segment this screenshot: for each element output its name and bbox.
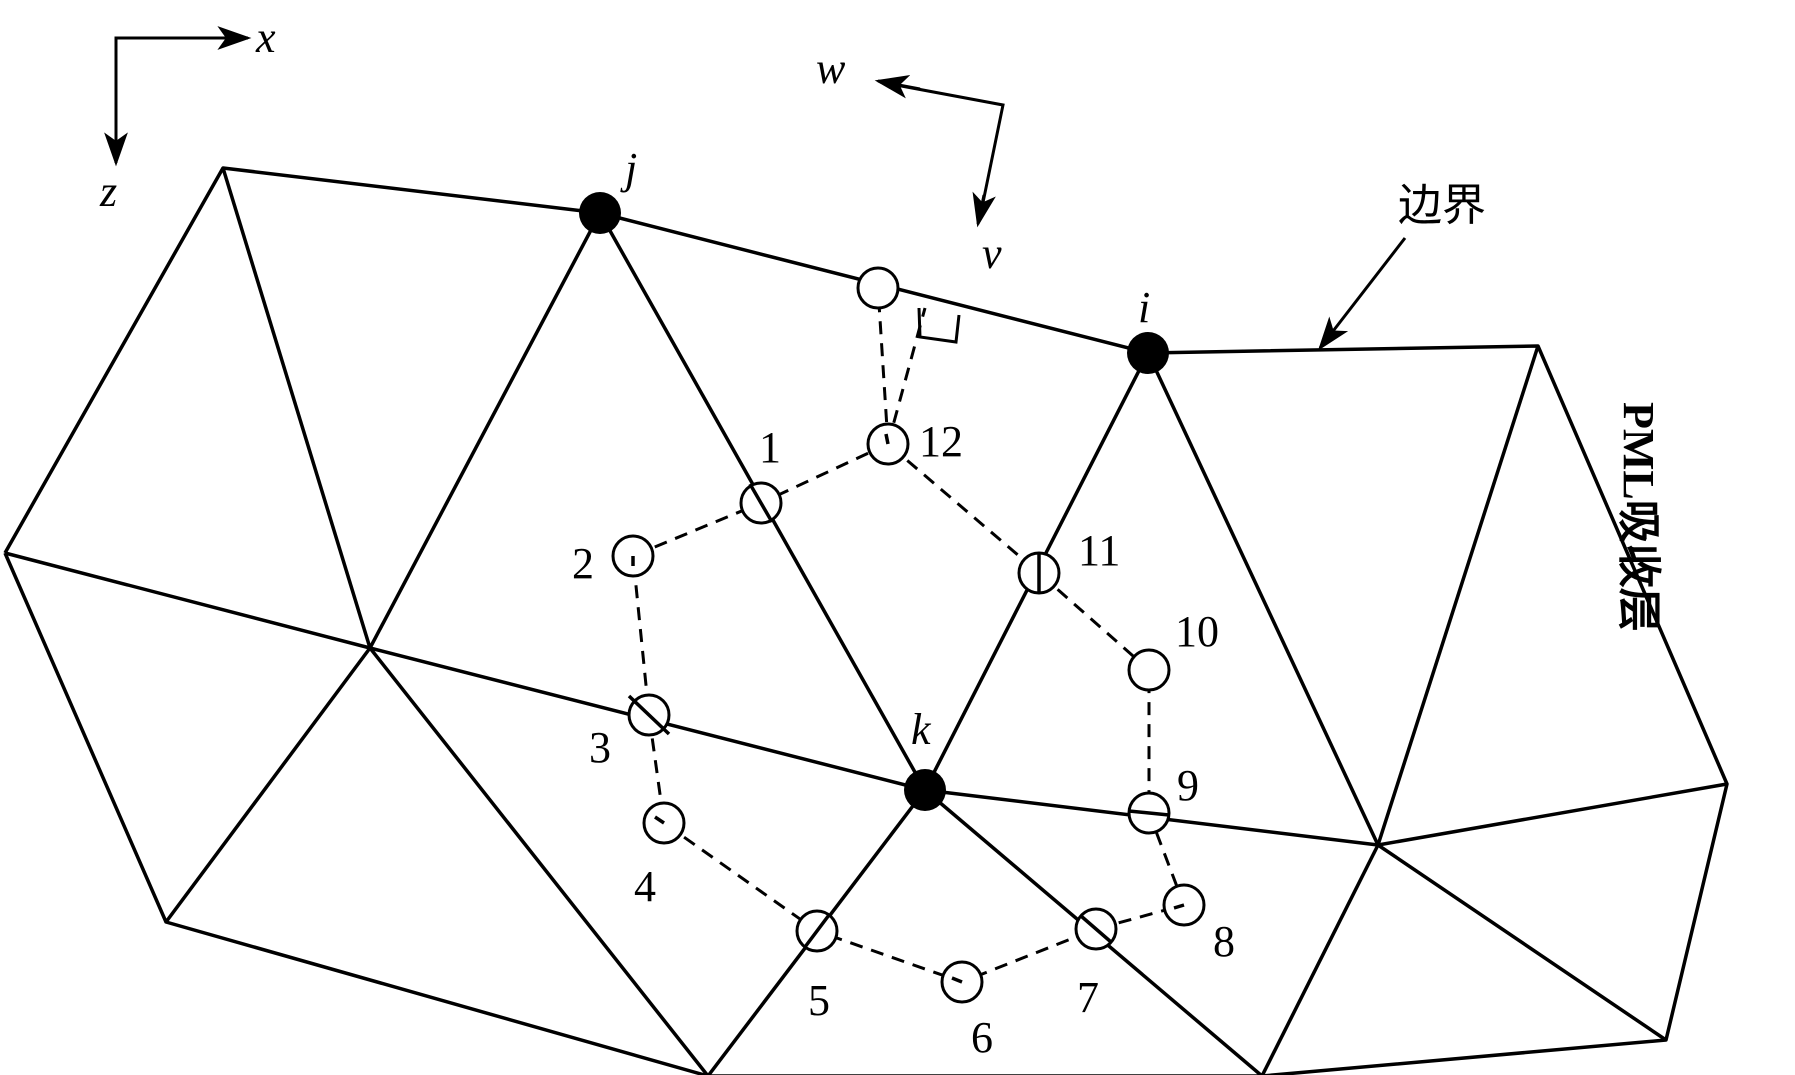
boundary-label: 边界 (1398, 180, 1486, 231)
node-label-i: i (1138, 283, 1150, 332)
sample-label: 1 (759, 423, 781, 472)
mesh-edge (1146, 352, 1380, 846)
v-axis-arrow (972, 191, 996, 228)
local-axis-w-v (879, 80, 1005, 223)
sample-circles (611, 266, 1206, 1004)
global-axes: x z (99, 13, 276, 216)
mesh-edge (164, 646, 372, 924)
sample-label: 3 (589, 723, 611, 772)
mesh-edge (368, 212, 602, 649)
node-label-j: j (620, 144, 637, 193)
mesh-edge (1260, 844, 1380, 1075)
v-axis-label: v (982, 229, 1002, 278)
sample-label: 10 (1175, 607, 1219, 656)
sample-label: 6 (971, 1013, 993, 1062)
boundary-arrow (1317, 237, 1407, 351)
mesh-edge (1377, 843, 1667, 1042)
mesh-edge (368, 646, 710, 1075)
local-axes: w v (816, 44, 1005, 278)
x-axis-label: x (255, 13, 276, 62)
main-nodes (579, 192, 1169, 811)
node-k (904, 769, 946, 811)
crossing-stroke (1128, 809, 1170, 817)
crossing-stroke (1173, 903, 1185, 910)
sample-circle (1127, 648, 1171, 692)
crossing-stroke (951, 976, 963, 984)
sample-label: 9 (1177, 761, 1199, 810)
crossing-stroke (1079, 914, 1113, 944)
mesh-edge (4, 551, 371, 650)
sample-label: 5 (808, 976, 830, 1025)
x-axis-arrow (114, 26, 252, 138)
crossing-stroke (884, 433, 890, 445)
sample-label: 2 (572, 539, 594, 588)
crossing-stroke (627, 694, 671, 736)
crossing-stroke (748, 483, 774, 523)
z-axis-label: z (99, 167, 117, 216)
crossing-stroke (654, 815, 665, 825)
crossing-stroke (803, 913, 831, 949)
sample-label: 7 (1077, 973, 1099, 1022)
mesh-edge (1377, 782, 1728, 847)
sample-label: 4 (634, 862, 656, 911)
right-angle-marker (917, 307, 961, 344)
pml-label: PML吸收层 (1614, 402, 1663, 632)
node-i (1127, 332, 1169, 374)
node-j (579, 192, 621, 234)
sample-label: 12 (919, 417, 963, 466)
dashed-loop (631, 442, 1186, 984)
w-axis-arrow (874, 75, 921, 99)
dashed-path (631, 287, 1186, 984)
w-axis-label: w (816, 44, 846, 93)
sample-label: 11 (1078, 526, 1120, 575)
sample-label: 8 (1213, 917, 1235, 966)
dashed-normal (876, 287, 890, 445)
mesh-edge (1376, 345, 1540, 846)
mesh-edge (221, 167, 372, 649)
circle-crossings (627, 433, 1185, 984)
sample-labels: 1 2 3 4 5 6 7 8 9 10 11 12 (572, 417, 1235, 1062)
sample-circle (856, 266, 900, 310)
node-label-k: k (911, 705, 932, 754)
